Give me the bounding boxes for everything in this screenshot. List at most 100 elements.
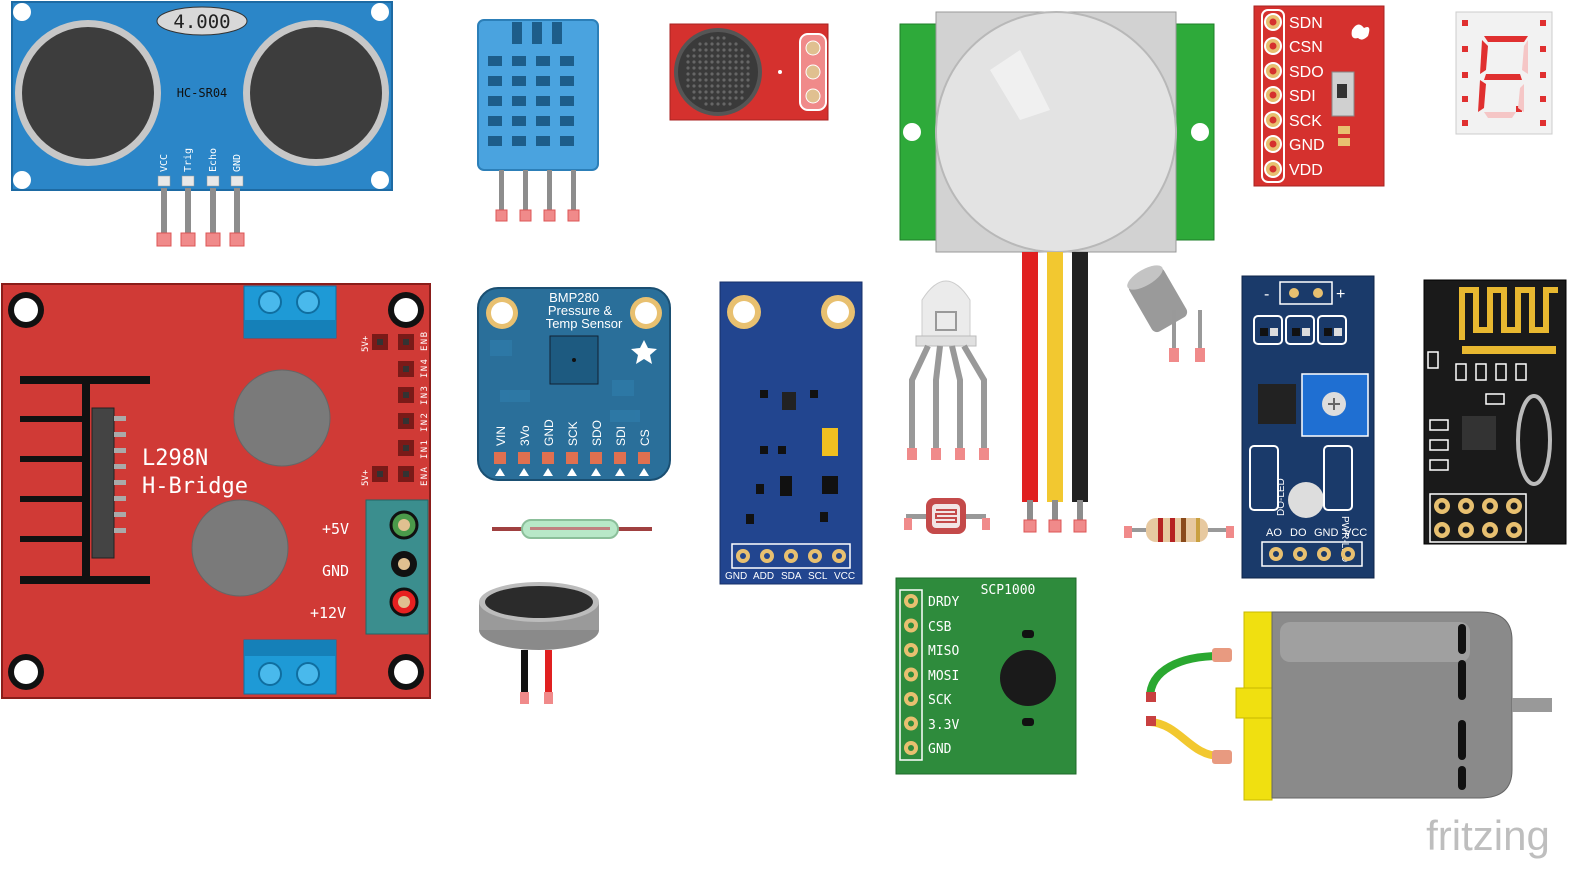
mic-mesh-dot [746,78,750,82]
mic-mesh-dot [740,54,744,58]
l298n-control-pins: ENA IN1 IN2 IN3 IN4 ENB [420,332,430,486]
mic-mesh-dot [740,48,744,52]
mic-mesh-dot [692,48,696,52]
mic-mesh-dot [728,66,732,70]
mic-mesh-dot [728,84,732,88]
pin-hole [1438,526,1446,534]
mic-mesh-dot [698,90,702,94]
scp-pin-drdy: DRDY [928,595,959,610]
mic-mesh-dot [722,66,726,70]
bmp280-pad[interactable] [638,452,650,464]
mic-mesh-dot [722,78,726,82]
bmp280-pad[interactable] [614,452,626,464]
mic-mesh-dot [728,90,732,94]
mic-mesh-dot [716,72,720,76]
mic-mesh-dot [716,60,720,64]
mic-mesh-dot [746,66,750,70]
mic-mesh-dot [716,102,720,106]
sf-pin-sdo: SDO [1289,64,1324,81]
bmp280-pin-vin: VIN [494,426,508,446]
rgb-led[interactable] [907,280,989,460]
mic-mesh-dot [692,84,696,88]
mic-mesh-dot [710,96,714,100]
sf-pin-gnd: GND [1289,137,1325,154]
pin-arrow-icon [519,468,529,476]
mic-mesh-dot [716,42,720,46]
pin-hole [1269,165,1277,173]
gy-pin-sda: SDA [781,571,802,582]
bmp280-pin-sck: SCK [566,421,580,446]
tilt-switch[interactable] [1124,261,1205,362]
sf-pin-sdi: SDI [1289,88,1316,105]
bmp280-pad[interactable] [566,452,578,464]
pin-hole [1321,551,1327,557]
mic-mesh-dot [734,54,738,58]
gy-pin-add: ADD [753,571,774,582]
l298n-title-line2: H-Bridge [142,474,248,499]
mic-mesh-dot [734,48,738,52]
pir-motion-sensor[interactable] [899,11,1215,533]
mic-mesh-dot [746,54,750,58]
scp-pin-csb: CSB [928,620,952,635]
scp1000-pressure-sensor[interactable]: SCP1000 DRDY CSB MISO MOSI SCK 3.3V GND [895,577,1077,775]
sparkfun-breakout-board[interactable]: SDN CSN SDO SDI SCK GND VDD [1253,5,1385,187]
mic-mesh-dot [716,36,720,40]
hcsr04-display: 4.000 [173,11,230,33]
mic-mesh-dot [698,66,702,70]
pin-hole [740,553,746,559]
bmp280-pad[interactable] [590,452,602,464]
nrf24l01-radio-module[interactable] [1423,279,1567,545]
mic-mesh-dot [728,48,732,52]
mic-mesh-dot [746,84,750,88]
pin-hole [1486,502,1494,510]
hcsr04-pin-echo: Echo [208,148,219,172]
pin-arrow-icon [639,468,649,476]
mic-mesh-dot [728,54,732,58]
mic-mesh-dot [698,78,702,82]
bmp280-pad[interactable] [518,452,530,464]
mic-mesh-dot [698,42,702,46]
mic-mesh-dot [698,48,702,52]
bmp280-pad[interactable] [494,452,506,464]
pin-hole [908,696,914,702]
mic-mesh-dot [734,96,738,100]
mic-mesh-dot [728,102,732,106]
mic-mesh-dot [710,72,714,76]
mic-mesh-dot [740,60,744,64]
sf-pin-vdd: VDD [1289,162,1323,179]
pin-hole [1462,526,1470,534]
bmp280-sensor-board[interactable]: BMP280 Pressure & Temp Sensor VIN 3Vo GN… [477,287,671,481]
mic-mesh-dot [728,72,732,76]
seven-segment-display[interactable] [1455,11,1553,135]
mic-mesh-dot [698,96,702,100]
dc-motor[interactable] [1146,611,1552,801]
photoresistor[interactable] [904,498,990,534]
gy-sensor-module[interactable]: GND ADD SDA SCL VCC [719,281,863,585]
analog-sensor-module[interactable]: - + DO-LED PWR-LED AO DO GND VCC [1241,275,1375,579]
mic-mesh-dot [704,66,708,70]
l298n-h-bridge-module[interactable]: L298N H-Bridge +5V GND +12V 5V+ 5V+ ENA … [1,283,431,699]
resistor[interactable] [1124,518,1234,542]
sf-pin-csn: CSN [1289,39,1323,56]
pin-hole [1438,502,1446,510]
bmp280-title-line1: BMP280 [549,290,599,305]
pin-arrow-icon [543,468,553,476]
mic-mesh-dot [716,78,720,82]
pin-hole [1297,551,1303,557]
mic-mesh-dot [722,84,726,88]
mic-mesh-dot [686,66,690,70]
electret-microphone[interactable] [479,582,599,704]
bmp280-title-line3: Temp Sensor [546,316,623,331]
bmp280-pin-3vo: 3Vo [518,425,532,446]
mic-mesh-dot [704,54,708,58]
bmp280-pad[interactable] [542,452,554,464]
dht-temperature-humidity-sensor[interactable] [477,19,599,222]
pin-hole [1269,140,1277,148]
reed-switch[interactable] [492,519,652,539]
l298n-power-gnd: GND [322,562,349,580]
mic-mesh-dot [734,42,738,46]
pin-hole [788,553,794,559]
sparkfun-flame-icon [1351,24,1370,40]
hc-sr04-ultrasonic-sensor[interactable]: 4.000 HC-SR04 VCC Trig Echo GND [11,1,393,247]
sound-sensor-board[interactable] [669,23,829,121]
